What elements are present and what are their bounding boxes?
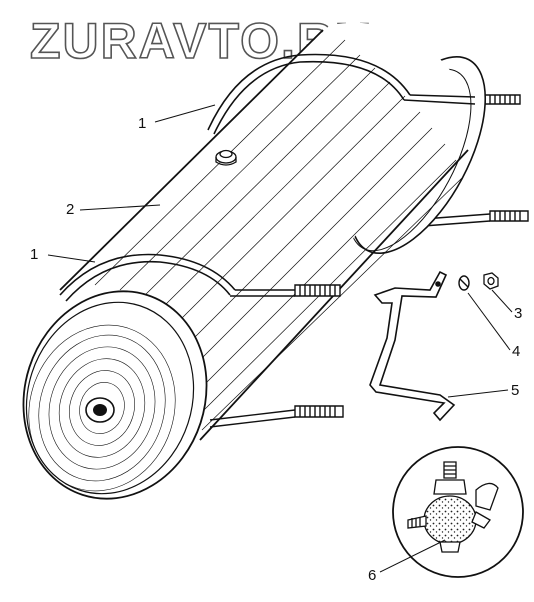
callout-label-1b: 1 xyxy=(30,246,38,263)
drain-valve-part-6 xyxy=(407,461,499,553)
leader-4 xyxy=(467,292,511,351)
callout-label-6: 6 xyxy=(368,567,376,584)
mounting-strap-front xyxy=(59,253,295,302)
leader-5 xyxy=(447,389,509,398)
callout-label-4: 4 xyxy=(512,343,520,360)
nut-part-3 xyxy=(483,272,499,290)
end-cap-port xyxy=(85,397,115,423)
callout-label-1a: 1 xyxy=(138,115,146,132)
front-end-cap xyxy=(22,290,208,500)
leader-6 xyxy=(379,539,446,573)
mounting-strap-rear xyxy=(207,53,476,135)
drain-valve-inset xyxy=(392,446,524,578)
leader-lines xyxy=(47,104,513,573)
front-lower-rod xyxy=(209,405,344,428)
leader-3 xyxy=(491,289,513,313)
front-strap-rod xyxy=(294,284,341,297)
leader-2 xyxy=(79,204,161,211)
callout-label-3: 3 xyxy=(514,305,522,322)
drain-fitting-top xyxy=(215,149,237,166)
spring-washer-part-4 xyxy=(458,275,470,291)
leader-1b xyxy=(47,254,96,263)
callout-label-5: 5 xyxy=(511,382,519,399)
bracket-part-5 xyxy=(369,270,456,422)
callout-label-2: 2 xyxy=(66,201,74,218)
leader-1a xyxy=(154,104,216,123)
callout-labels: 1 2 1 3 4 5 6 xyxy=(30,115,522,584)
